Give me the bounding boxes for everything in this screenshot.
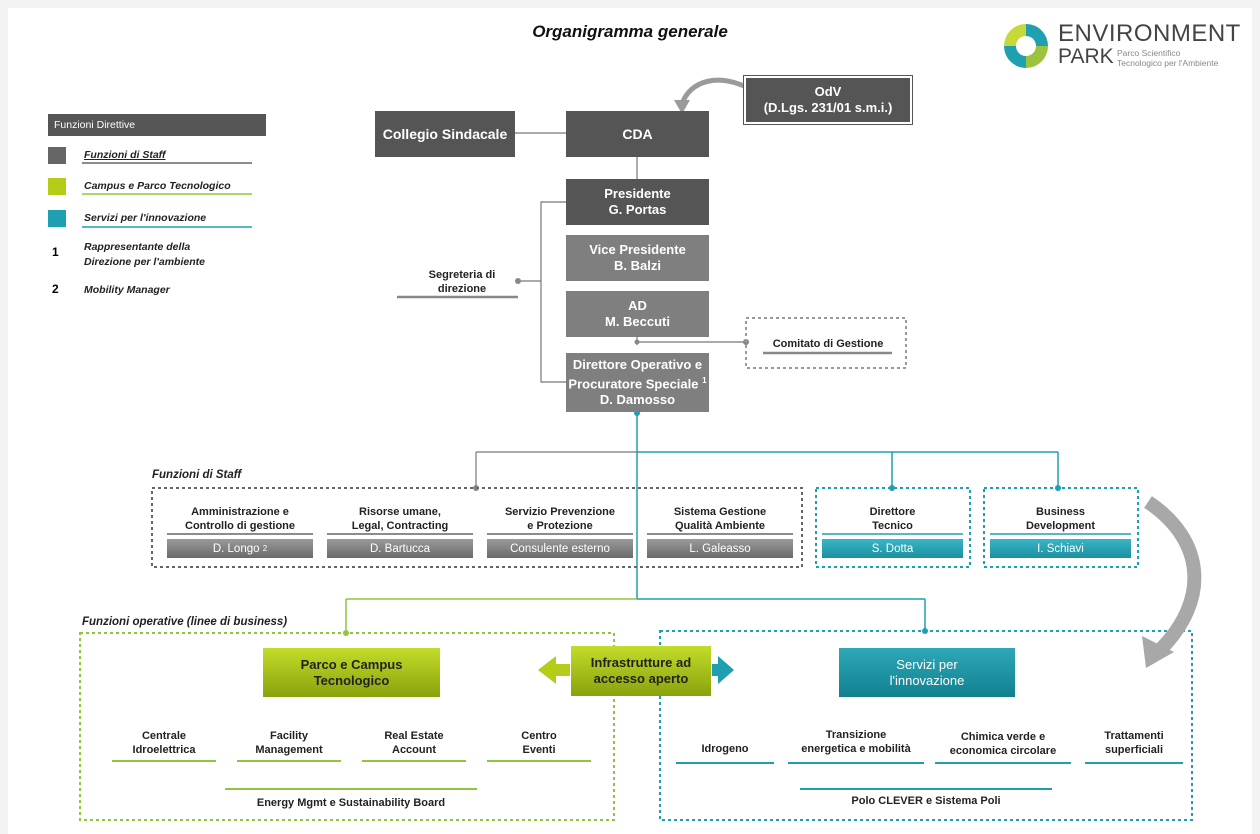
odv-box: OdV(D.Lgs. 231/01 s.m.i.) bbox=[743, 75, 913, 125]
comitato-label: Comitato di Gestione bbox=[772, 338, 884, 350]
direttore-operativo-box: Direttore Operativo e Procuratore Specia… bbox=[566, 353, 709, 412]
op-polo-clever: Polo CLEVER e Sistema Poli bbox=[851, 795, 1001, 807]
cda-box: CDA bbox=[566, 111, 709, 157]
legend-note-1-num: 1 bbox=[52, 245, 59, 259]
page-title: Organigramma generale bbox=[532, 22, 728, 41]
legend-note-2: Mobility Manager bbox=[84, 284, 170, 296]
logo-line2: PARK bbox=[1058, 45, 1114, 68]
legend-swatch-campus bbox=[48, 178, 66, 195]
staff-business-development-name: I. Schiavi bbox=[990, 539, 1131, 558]
legend-swatch-staff bbox=[48, 147, 66, 164]
collegio-sindacale-box: Collegio Sindacale bbox=[375, 111, 515, 157]
legend-swatch-servizi bbox=[48, 210, 66, 227]
legend-header: Funzioni Direttive bbox=[48, 114, 266, 136]
staff-risorse-umane: Risorse umane,Legal, Contracting bbox=[351, 506, 449, 532]
staff-direttore-tecnico-name: S. Dotta bbox=[822, 539, 963, 558]
staff-risorse-umane-name: D. Bartucca bbox=[327, 539, 473, 558]
op-idrogeno: Idrogeno bbox=[701, 743, 749, 755]
staff-section-label: Funzioni di Staff bbox=[152, 469, 242, 481]
legend-item-campus: Campus e Parco Tecnologico bbox=[84, 180, 231, 192]
staff-qualita-name: L. Galeasso bbox=[647, 539, 793, 558]
legend-item-servizi: Servizi per l'innovazione bbox=[84, 212, 207, 224]
legend-note-2-num: 2 bbox=[52, 282, 59, 296]
logo-icon bbox=[1004, 24, 1048, 68]
logo-line1: ENVIRONMENT bbox=[1058, 20, 1241, 47]
staff-amministrazione-name: D. Longo 2 bbox=[167, 539, 313, 558]
staff-prevenzione-name: Consulente esterno bbox=[487, 539, 633, 558]
legend-item-staff: Funzioni di Staff bbox=[84, 149, 166, 161]
operative-section-label: Funzioni operative (linee di business) bbox=[82, 616, 288, 628]
op-energy-mgmt: Energy Mgmt e Sustainability Board bbox=[256, 797, 446, 809]
